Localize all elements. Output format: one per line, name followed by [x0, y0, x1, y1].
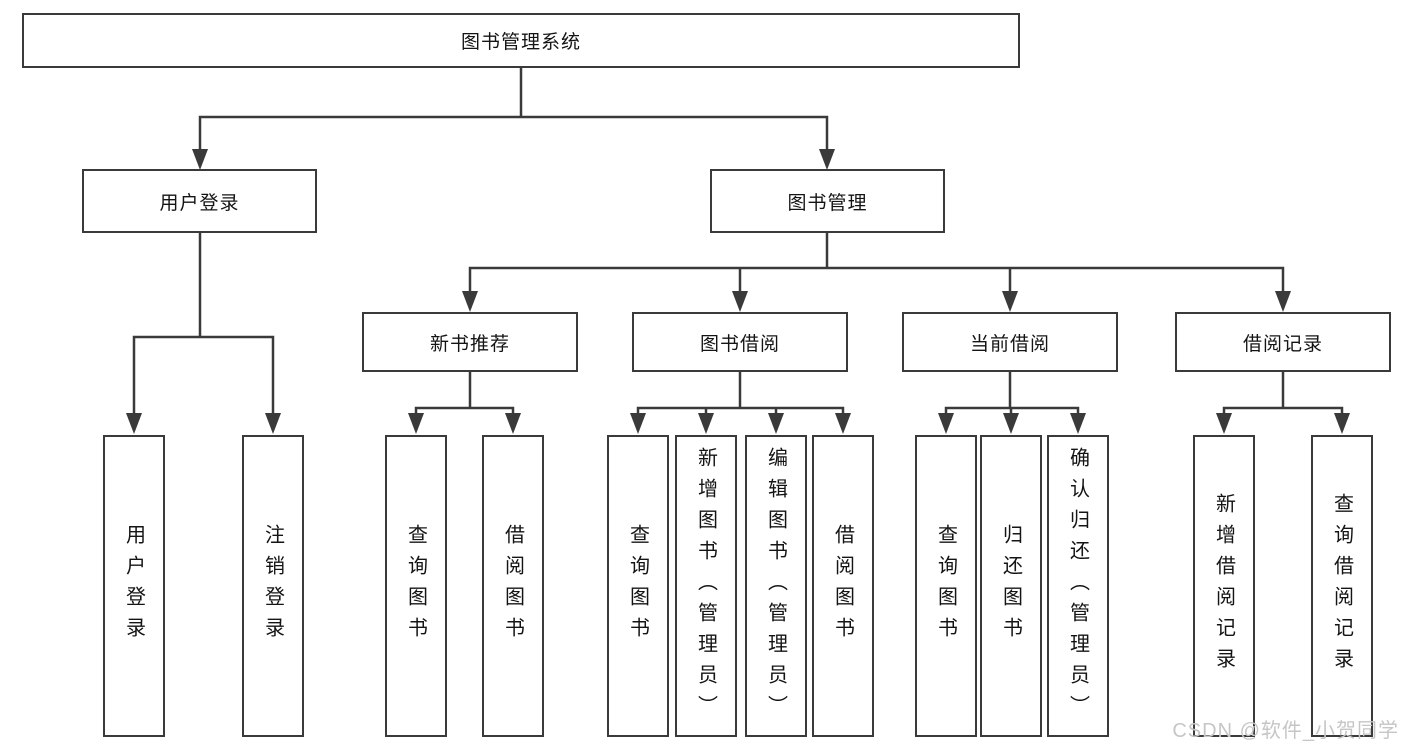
node-label: 确认归还（管理员） — [1066, 446, 1089, 726]
arrowhead — [1003, 413, 1019, 434]
arrowhead — [698, 413, 714, 434]
node-label: 查询图书 — [404, 524, 427, 648]
node-label: 查询借阅记录 — [1330, 493, 1353, 679]
arrowhead — [1070, 413, 1086, 434]
node-label: 用户登录 — [159, 192, 240, 214]
leaf-search-books-borrowing: 查询图书 — [607, 435, 669, 737]
node-label: 当前借阅 — [969, 333, 1050, 355]
leaf-borrow-books: 借阅图书 — [812, 435, 874, 737]
node-root: 图书管理系统 — [22, 13, 1020, 68]
node-root-label: 图书管理系统 — [460, 32, 581, 53]
node-book-borrowing: 图书借阅 — [632, 312, 848, 372]
leaf-search-borrow-record: 查询借阅记录 — [1311, 435, 1373, 737]
node-label: 借阅图书 — [501, 524, 524, 648]
leaf-add-books-admin: 新增图书（管理员） — [675, 435, 737, 737]
node-book-management: 图书管理 — [710, 169, 945, 233]
node-label: 归还图书 — [999, 524, 1022, 648]
node-label: 借阅图书 — [831, 524, 854, 648]
leaf-logout: 注销登录 — [242, 435, 304, 737]
leaf-borrow-books-recommend: 借阅图书 — [482, 435, 544, 737]
arrowhead — [819, 149, 835, 170]
node-label: 查询图书 — [934, 524, 957, 648]
node-label: 借阅记录 — [1242, 333, 1323, 355]
node-label: 图书管理 — [787, 192, 868, 214]
leaf-search-books-recommend: 查询图书 — [385, 435, 447, 737]
arrowhead — [505, 413, 521, 434]
arrowhead — [1002, 291, 1018, 312]
arrowhead — [265, 413, 281, 434]
arrowhead — [938, 413, 954, 434]
node-label: 注销登录 — [261, 524, 284, 648]
arrowhead — [1216, 413, 1232, 434]
arrowhead — [192, 149, 208, 170]
leaf-confirm-return-admin: 确认归还（管理员） — [1047, 435, 1109, 737]
arrowhead — [126, 413, 142, 434]
node-new-book-recommend: 新书推荐 — [362, 312, 578, 372]
node-label: 图书借阅 — [699, 333, 780, 355]
arrowhead — [768, 413, 784, 434]
leaf-user-login: 用户登录 — [103, 435, 165, 737]
node-label: 新书推荐 — [429, 333, 510, 355]
arrowhead — [732, 291, 748, 312]
leaf-search-books-current: 查询图书 — [915, 435, 977, 737]
node-user-login-branch: 用户登录 — [82, 169, 317, 233]
leaf-add-borrow-record: 新增借阅记录 — [1193, 435, 1255, 737]
arrowhead — [835, 413, 851, 434]
arrowhead — [462, 291, 478, 312]
leaf-return-books: 归还图书 — [980, 435, 1042, 737]
node-label: 查询图书 — [626, 524, 649, 648]
node-label: 新增图书（管理员） — [694, 446, 717, 726]
arrowhead — [408, 413, 424, 434]
node-label: 用户登录 — [122, 524, 145, 648]
leaf-edit-books-admin: 编辑图书（管理员） — [745, 435, 807, 737]
node-label: 编辑图书（管理员） — [764, 446, 787, 726]
arrowhead — [1334, 413, 1350, 434]
csdn-watermark: CSDN @软件_小贺同学 — [1172, 720, 1399, 742]
node-borrowing-records: 借阅记录 — [1175, 312, 1391, 372]
arrowhead — [1275, 291, 1291, 312]
arrowheads — [126, 149, 1350, 434]
arrowhead — [630, 413, 646, 434]
node-current-borrowing: 当前借阅 — [902, 312, 1118, 372]
node-label: 新增借阅记录 — [1212, 493, 1235, 679]
